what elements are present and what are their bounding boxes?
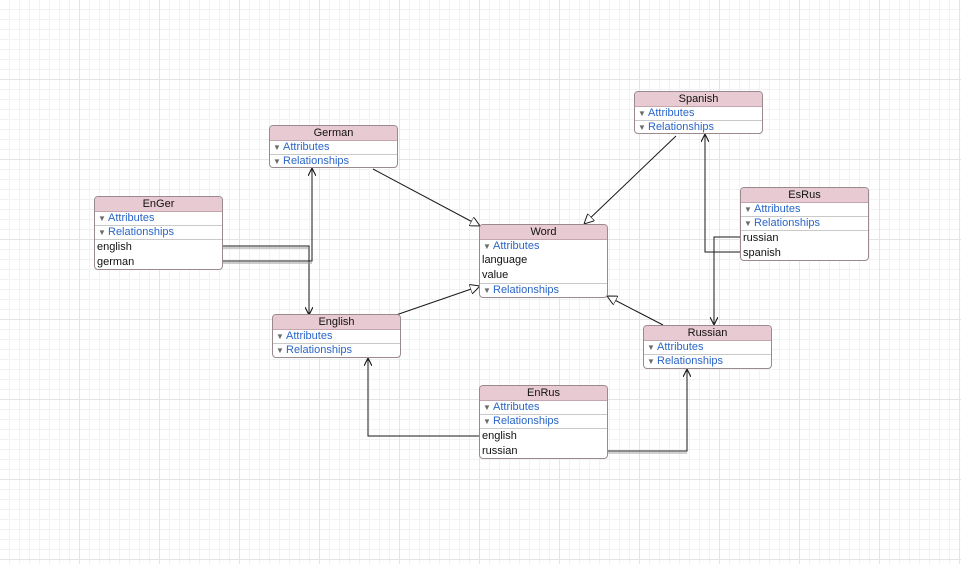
attributes-section-toggle[interactable]: ▼Attributes (644, 341, 771, 354)
disclosure-triangle-icon: ▼ (276, 332, 284, 341)
attributes-label: Attributes (108, 212, 155, 224)
disclosure-triangle-icon: ▼ (276, 346, 284, 355)
entity-enger[interactable]: EnGer ▼Attributes ▼Relationships english… (94, 196, 223, 270)
disclosure-triangle-icon: ▼ (638, 123, 646, 132)
entity-german[interactable]: German ▼Attributes ▼Relationships (269, 125, 398, 168)
german-to-word-inheritance-line (372, 168, 480, 226)
attributes-section-toggle[interactable]: ▼Attributes (635, 107, 762, 120)
relationships-section-toggle[interactable]: ▼Relationships (480, 283, 607, 297)
disclosure-triangle-icon: ▼ (647, 357, 655, 366)
relationships-label: Relationships (657, 355, 724, 367)
esrus-spanish-relationship-line (705, 134, 742, 253)
attribute-row[interactable]: value (482, 269, 509, 281)
attributes-section-toggle[interactable]: ▼Attributes (273, 330, 400, 343)
entity-title: English (273, 315, 400, 330)
attributes-label: Attributes (283, 141, 330, 153)
attributes-label: Attributes (493, 401, 540, 413)
spanish-to-word-inheritance-line (584, 135, 677, 224)
disclosure-triangle-icon: ▼ (483, 286, 491, 295)
attributes-section-toggle[interactable]: ▼Attributes (480, 240, 607, 253)
esrus-russian-relationship-line (714, 236, 742, 325)
english-to-word-inheritance-line (395, 286, 480, 316)
disclosure-triangle-icon: ▼ (647, 343, 655, 352)
entity-spanish[interactable]: Spanish ▼Attributes ▼Relationships (634, 91, 763, 134)
attribute-row[interactable]: language (482, 254, 528, 266)
entity-title: Word (480, 225, 607, 240)
relationships-label: Relationships (754, 217, 821, 229)
enrus-english-relationship-line (368, 358, 480, 437)
relationship-row[interactable]: german (97, 256, 135, 268)
disclosure-triangle-icon: ▼ (744, 219, 752, 228)
disclosure-triangle-icon: ▼ (483, 417, 491, 426)
relationship-row[interactable]: russian (741, 230, 868, 246)
enger-german-relationship-line (223, 168, 312, 262)
disclosure-triangle-icon: ▼ (98, 214, 106, 223)
enrus-russian-relationship-line (607, 369, 687, 452)
relationships-label: Relationships (108, 226, 175, 238)
attributes-label: Attributes (754, 203, 801, 215)
relationship-row[interactable]: spanish (743, 247, 781, 259)
entity-word[interactable]: Word ▼Attributes language value ▼Relatio… (479, 224, 608, 298)
relationships-section-toggle[interactable]: ▼Relationships (273, 343, 400, 357)
disclosure-triangle-icon: ▼ (273, 157, 281, 166)
disclosure-triangle-icon: ▼ (273, 143, 281, 152)
attributes-section-toggle[interactable]: ▼Attributes (741, 203, 868, 216)
attributes-label: Attributes (657, 341, 704, 353)
attributes-label: Attributes (493, 240, 540, 252)
attributes-label: Attributes (648, 107, 695, 119)
disclosure-triangle-icon: ▼ (638, 109, 646, 118)
attributes-section-toggle[interactable]: ▼Attributes (95, 212, 222, 225)
relationships-section-toggle[interactable]: ▼Relationships (480, 414, 607, 428)
relationships-section-toggle[interactable]: ▼Relationships (95, 225, 222, 239)
relationship-row[interactable]: russian (482, 445, 518, 457)
attributes-section-toggle[interactable]: ▼Attributes (270, 141, 397, 154)
disclosure-triangle-icon: ▼ (744, 205, 752, 214)
attributes-section-toggle[interactable]: ▼Attributes (480, 401, 607, 414)
entity-english[interactable]: English ▼Attributes ▼Relationships (272, 314, 401, 358)
relationships-label: Relationships (286, 344, 353, 356)
relationships-label: Relationships (648, 121, 715, 133)
entity-russian[interactable]: Russian ▼Attributes ▼Relationships (643, 325, 772, 369)
enger-english-relationship-line (223, 245, 309, 315)
disclosure-triangle-icon: ▼ (483, 242, 491, 251)
attributes-label: Attributes (286, 330, 333, 342)
relationships-section-toggle[interactable]: ▼Relationships (644, 354, 771, 368)
entity-title: EnGer (95, 197, 222, 212)
entity-title: EnRus (480, 386, 607, 401)
relationships-label: Relationships (493, 284, 560, 296)
entity-title: Spanish (635, 92, 762, 107)
entity-title: EsRus (741, 188, 868, 203)
relationships-label: Relationships (493, 415, 560, 427)
entity-enrus[interactable]: EnRus ▼Attributes ▼Relationships english… (479, 385, 608, 459)
relationships-section-toggle[interactable]: ▼Relationships (741, 216, 868, 230)
disclosure-triangle-icon: ▼ (483, 403, 491, 412)
russian-to-word-inheritance-line (607, 296, 664, 326)
relationships-label: Relationships (283, 155, 350, 167)
entity-title: German (270, 126, 397, 141)
relationships-section-toggle[interactable]: ▼Relationships (270, 154, 397, 167)
relationship-row[interactable]: english (95, 239, 222, 255)
entity-esrus[interactable]: EsRus ▼Attributes ▼Relationships russian… (740, 187, 869, 261)
entity-title: Russian (644, 326, 771, 341)
relationship-row[interactable]: english (480, 428, 607, 444)
disclosure-triangle-icon: ▼ (98, 228, 106, 237)
relationships-section-toggle[interactable]: ▼Relationships (635, 120, 762, 133)
